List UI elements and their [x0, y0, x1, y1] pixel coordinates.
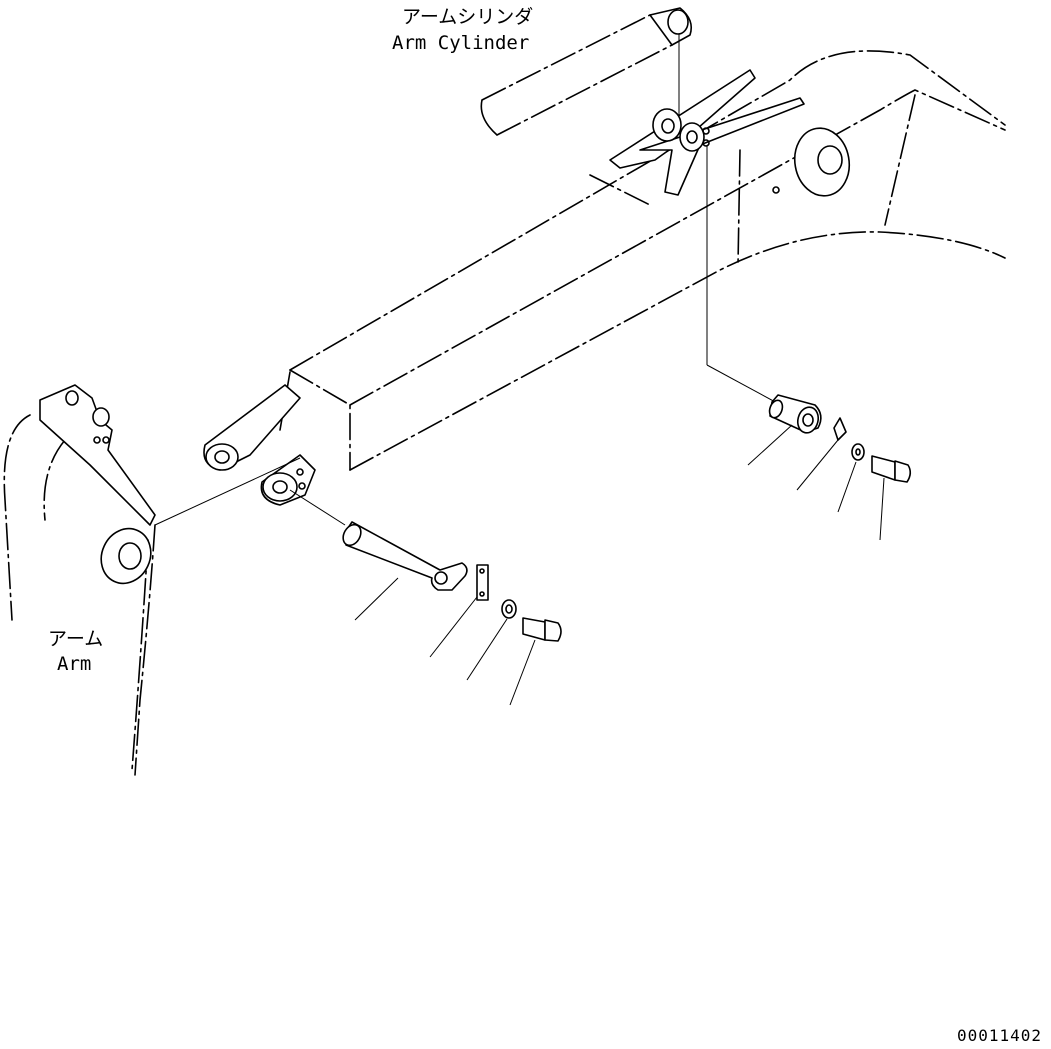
upper-lock-plate: [833, 417, 847, 441]
arm-label-en: Arm: [57, 653, 91, 675]
lower-bolt-callout: [509, 639, 536, 706]
arm-pin-boss: [100, 527, 152, 585]
arm-cylinder-label-jp: アームシリンダ: [402, 6, 533, 28]
arm-cylinder-label-en: Arm Cylinder: [392, 32, 529, 54]
lower-pin-leader: [289, 489, 346, 526]
arm-pin-leader: [154, 457, 301, 526]
cylinder-bracket: [609, 69, 805, 196]
arm-end-bosses: [203, 384, 316, 506]
boom-outline: [279, 50, 1006, 471]
lower-lock-plate-callout: [429, 596, 478, 658]
arm-cylinder: [480, 7, 693, 136]
lower-pin: [342, 521, 468, 591]
arm-label-jp: アーム: [48, 628, 103, 650]
lower-lock-plate: [476, 564, 489, 601]
lower-bolt: [522, 617, 562, 642]
upper-bolt-callout: [879, 477, 885, 541]
boom-foot-boss: [772, 127, 851, 197]
upper-pin: [768, 394, 822, 434]
upper-washer: [851, 443, 865, 461]
lower-pin-callout: [354, 577, 399, 621]
lower-washer-callout: [466, 618, 508, 681]
upper-washer-callout: [837, 461, 857, 513]
lower-washer: [501, 599, 517, 619]
upper-lock-plate-callout: [796, 439, 839, 491]
upper-bolt: [871, 455, 912, 483]
drawing-number: 00011402: [957, 1026, 1042, 1045]
upper-pin-callout: [747, 424, 793, 466]
